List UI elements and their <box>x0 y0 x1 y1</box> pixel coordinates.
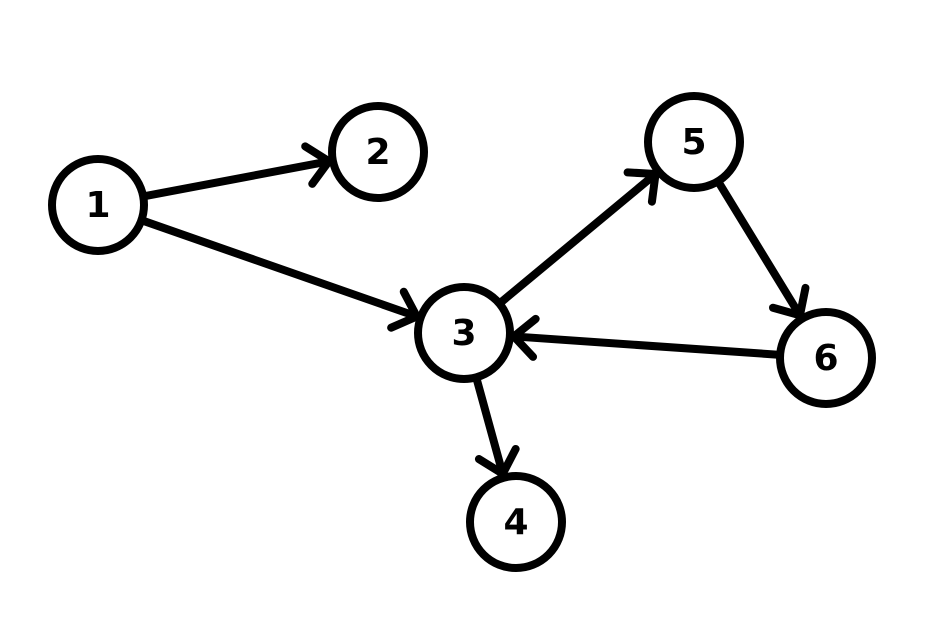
node-layer: 1 2 3 4 5 6 <box>48 92 876 572</box>
node-label: 3 <box>451 313 476 354</box>
edge-line <box>137 216 421 321</box>
edge-3-to-5 <box>495 168 660 308</box>
node-1: 1 <box>48 155 148 255</box>
edge-3-to-4 <box>472 373 520 478</box>
node-circle <box>776 308 876 408</box>
node-6: 6 <box>776 308 876 408</box>
edge-5-to-6 <box>713 177 810 320</box>
node-label: 5 <box>681 122 706 163</box>
edge-line <box>509 332 785 359</box>
edge-line <box>495 169 660 308</box>
edge-line <box>472 373 507 478</box>
edge-layer <box>137 142 810 478</box>
edge-6-to-3 <box>509 314 785 361</box>
node-label: 2 <box>365 132 390 173</box>
node-circle <box>466 472 566 572</box>
node-circle <box>644 92 744 192</box>
edge-line <box>713 177 804 320</box>
node-3: 3 <box>414 283 514 383</box>
node-label: 6 <box>813 338 838 379</box>
node-label: 1 <box>85 185 110 226</box>
node-circle <box>414 283 514 383</box>
node-5: 5 <box>644 92 744 192</box>
arrowhead-icon <box>768 283 810 320</box>
node-label: 4 <box>503 502 528 543</box>
arrowhead-icon <box>301 142 333 188</box>
edge-1-to-3 <box>137 216 421 332</box>
node-2: 2 <box>328 102 428 202</box>
node-4: 4 <box>466 472 566 572</box>
edge-line <box>139 157 333 201</box>
node-circle <box>48 155 148 255</box>
node-circle <box>328 102 428 202</box>
arrowhead-icon <box>474 444 520 478</box>
edge-1-to-2 <box>139 142 333 201</box>
